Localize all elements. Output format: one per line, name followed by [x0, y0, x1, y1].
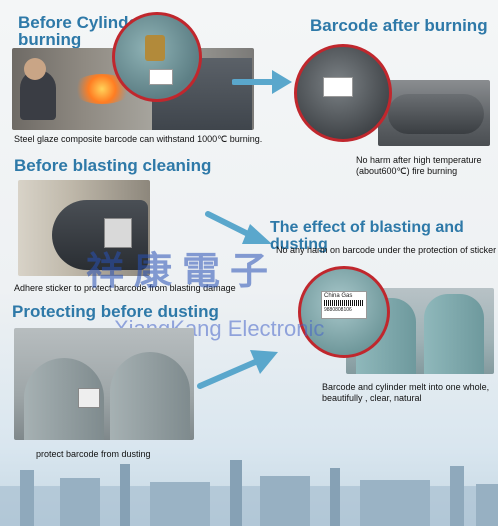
effect-blasting-caption: No any harm on barcode under the protect… [276, 245, 497, 255]
worker-head [24, 58, 46, 80]
arrow-right-down-icon [205, 211, 272, 244]
effect-blasting-title: The effect of blasting and dusting [270, 219, 464, 253]
melt-caption-line1: Barcode and cylinder melt into one whole… [322, 382, 490, 392]
melt-caption: Barcode and cylinder melt into one whole… [322, 382, 489, 404]
blasting-photo [18, 180, 150, 276]
protecting-title: Protecting before dusting [12, 302, 219, 321]
burnt-cylinder [388, 94, 484, 134]
before-burning-title-line1: Before Cylinder [18, 13, 145, 32]
protecting-caption: protect barcode from dusting [36, 449, 151, 459]
barcode-label [149, 69, 173, 85]
arrow-up-right-icon [197, 350, 278, 389]
dust-sticker [78, 388, 100, 408]
protect-sticker [104, 218, 132, 248]
after-burning-closeup [294, 44, 392, 142]
cylinder-grey-2 [110, 352, 190, 440]
barcode-tag: China Gas 9880808106 [321, 291, 367, 319]
after-burning-photo [378, 80, 490, 146]
barcode-label-burnt [323, 77, 353, 97]
before-blasting-caption: Adhere sticker to protect barcode from b… [14, 283, 236, 293]
before-burning-closeup [112, 12, 202, 102]
serial-text: 9880808106 [324, 307, 352, 313]
protecting-photo [14, 328, 194, 440]
before-burning-caption: Steel glaze composite barcode can withst… [14, 134, 263, 144]
valve [145, 35, 165, 61]
effect-blasting-closeup: China Gas 9880808106 [298, 266, 390, 358]
before-burning-title-line2: burning [18, 30, 82, 49]
before-burning-title: Before Cylinder burning [18, 14, 145, 48]
cylinder-black [52, 200, 148, 270]
cylinder-blue-2 [424, 294, 484, 374]
factory-skyline [0, 460, 498, 526]
barcode-lines [324, 300, 364, 306]
china-gas-text: China Gas [324, 293, 353, 299]
after-burning-caption-line2: (about600℃) fire burning [356, 166, 458, 176]
after-burning-caption: No harm after high temperature (about600… [356, 155, 482, 177]
watermark-chinese: 祥康電子 [86, 248, 279, 293]
before-blasting-title: Before blasting cleaning [14, 156, 212, 175]
after-burning-title: Barcode after burning [310, 16, 488, 35]
arrow-right-icon [232, 70, 292, 94]
after-burning-caption-line1: No harm after high temperature [356, 155, 482, 165]
melt-caption-line2: beautifully , clear, natural [322, 393, 422, 403]
